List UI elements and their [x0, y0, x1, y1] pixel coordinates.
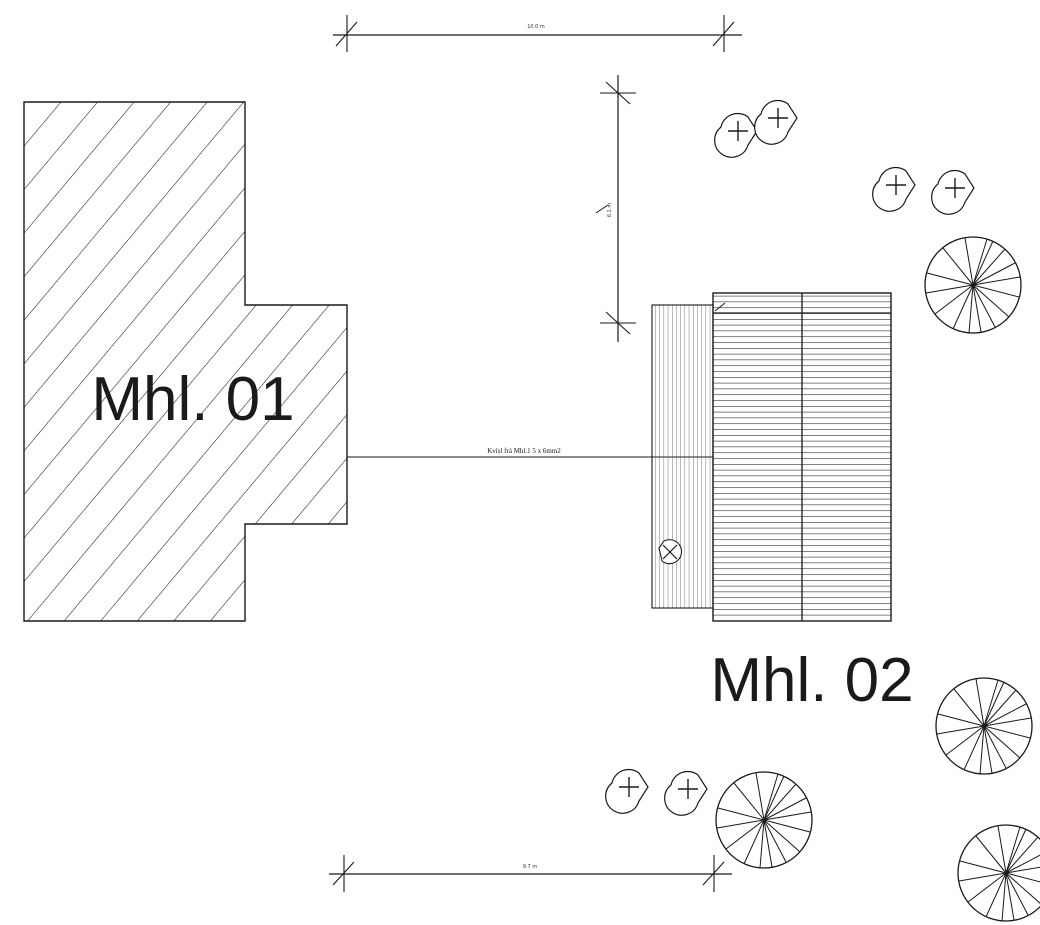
distribution-box-icon: [658, 539, 683, 565]
annex-area: [651, 304, 714, 609]
shrub-icon: [663, 770, 708, 816]
cable-label: Kvísl frá Mhl.1 5 x 6mm2: [487, 447, 561, 455]
dimension-vertical-label: 6.1 m: [607, 203, 613, 218]
shrub-icon: [604, 768, 649, 814]
tree-icon: [935, 677, 1033, 775]
tree-icon: [924, 236, 1022, 334]
building-1-label: Mhl. 01: [91, 365, 294, 434]
building-mhl-01: Mhl. 01: [23, 101, 348, 622]
dimension-bottom: 9.7 m: [329, 855, 732, 892]
dimension-vertical: 6.1 m: [595, 75, 636, 342]
dimension-top: 10.0 m: [333, 15, 742, 52]
building-2-label: Mhl. 02: [710, 646, 913, 715]
shrub-icon: [713, 112, 758, 158]
dimension-bottom-label: 9.7 m: [523, 864, 538, 870]
tree-icon: [715, 771, 813, 869]
dimension-top-label: 10.0 m: [527, 24, 545, 30]
shrub-icon: [930, 169, 975, 215]
tree-icon: [957, 824, 1040, 922]
shrub-icon: [753, 99, 798, 145]
building-mhl-02: Mhl. 02: [651, 292, 914, 715]
shrub-icon: [871, 166, 916, 212]
